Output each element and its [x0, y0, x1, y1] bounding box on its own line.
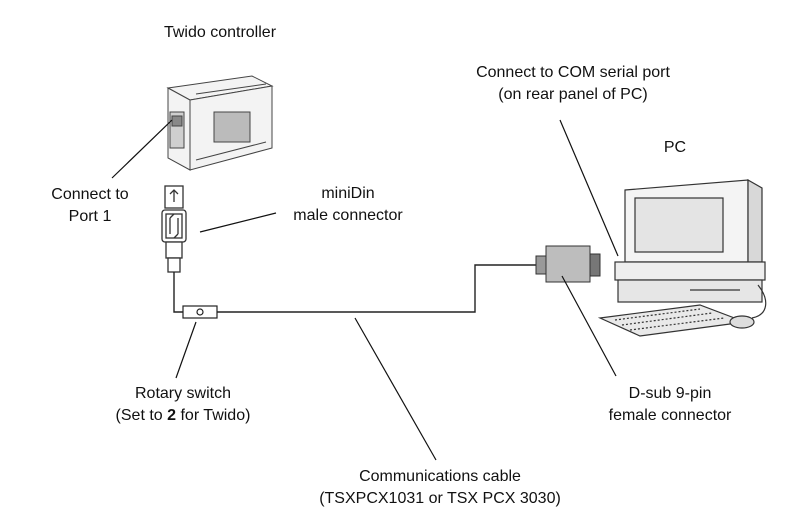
cable-label-line1: Communications cable [359, 468, 521, 485]
port-label-line2: Port 1 [68, 208, 112, 225]
rotary-switch-label-value: 2 [167, 407, 177, 424]
minidin-label-line1: miniDin [321, 185, 375, 202]
minidin-label-line2: male connector [293, 207, 403, 224]
rotary-switch-label-post: for Twido) [176, 407, 251, 424]
dsub-connector-illustration [535, 245, 601, 283]
com-port-label-line1: Connect to COM serial port [476, 64, 670, 81]
rotary-switch-label-line2: (Set to 2 for Twido) [98, 405, 268, 427]
dsub-label-line1: D-sub 9-pin [628, 385, 712, 402]
controller-label: Twido controller [163, 24, 277, 41]
minidin-connector-illustration [161, 185, 187, 273]
minidin-label: miniDin male connector [268, 183, 428, 227]
twido-controller-illustration [166, 75, 274, 171]
dsub-label-line2: female connector [608, 407, 732, 424]
cable-label: Communications cable (TSXPCX1031 or TSX … [290, 466, 590, 510]
port-label: Connect to Port 1 [30, 184, 150, 228]
dsub-label: D-sub 9-pin female connector [575, 383, 765, 427]
leader-lines [111, 119, 619, 461]
rotary-switch-label-pre: (Set to [115, 407, 168, 424]
rotary-switch-label: Rotary switch (Set to 2 for Twido) [98, 383, 268, 427]
port-label-line1: Connect to [51, 186, 129, 203]
rotary-switch-label-line1: Rotary switch [134, 385, 232, 402]
com-port-label: Connect to COM serial port (on rear pane… [448, 62, 698, 106]
com-port-label-line2: (on rear panel of PC) [498, 86, 648, 103]
rotary-switch-illustration [182, 305, 218, 319]
pc-illustration [597, 178, 767, 337]
pc-label: PC [663, 139, 687, 156]
communications-cable [173, 264, 538, 313]
cable-label-line2: (TSXPCX1031 or TSX PCX 3030) [319, 490, 561, 507]
